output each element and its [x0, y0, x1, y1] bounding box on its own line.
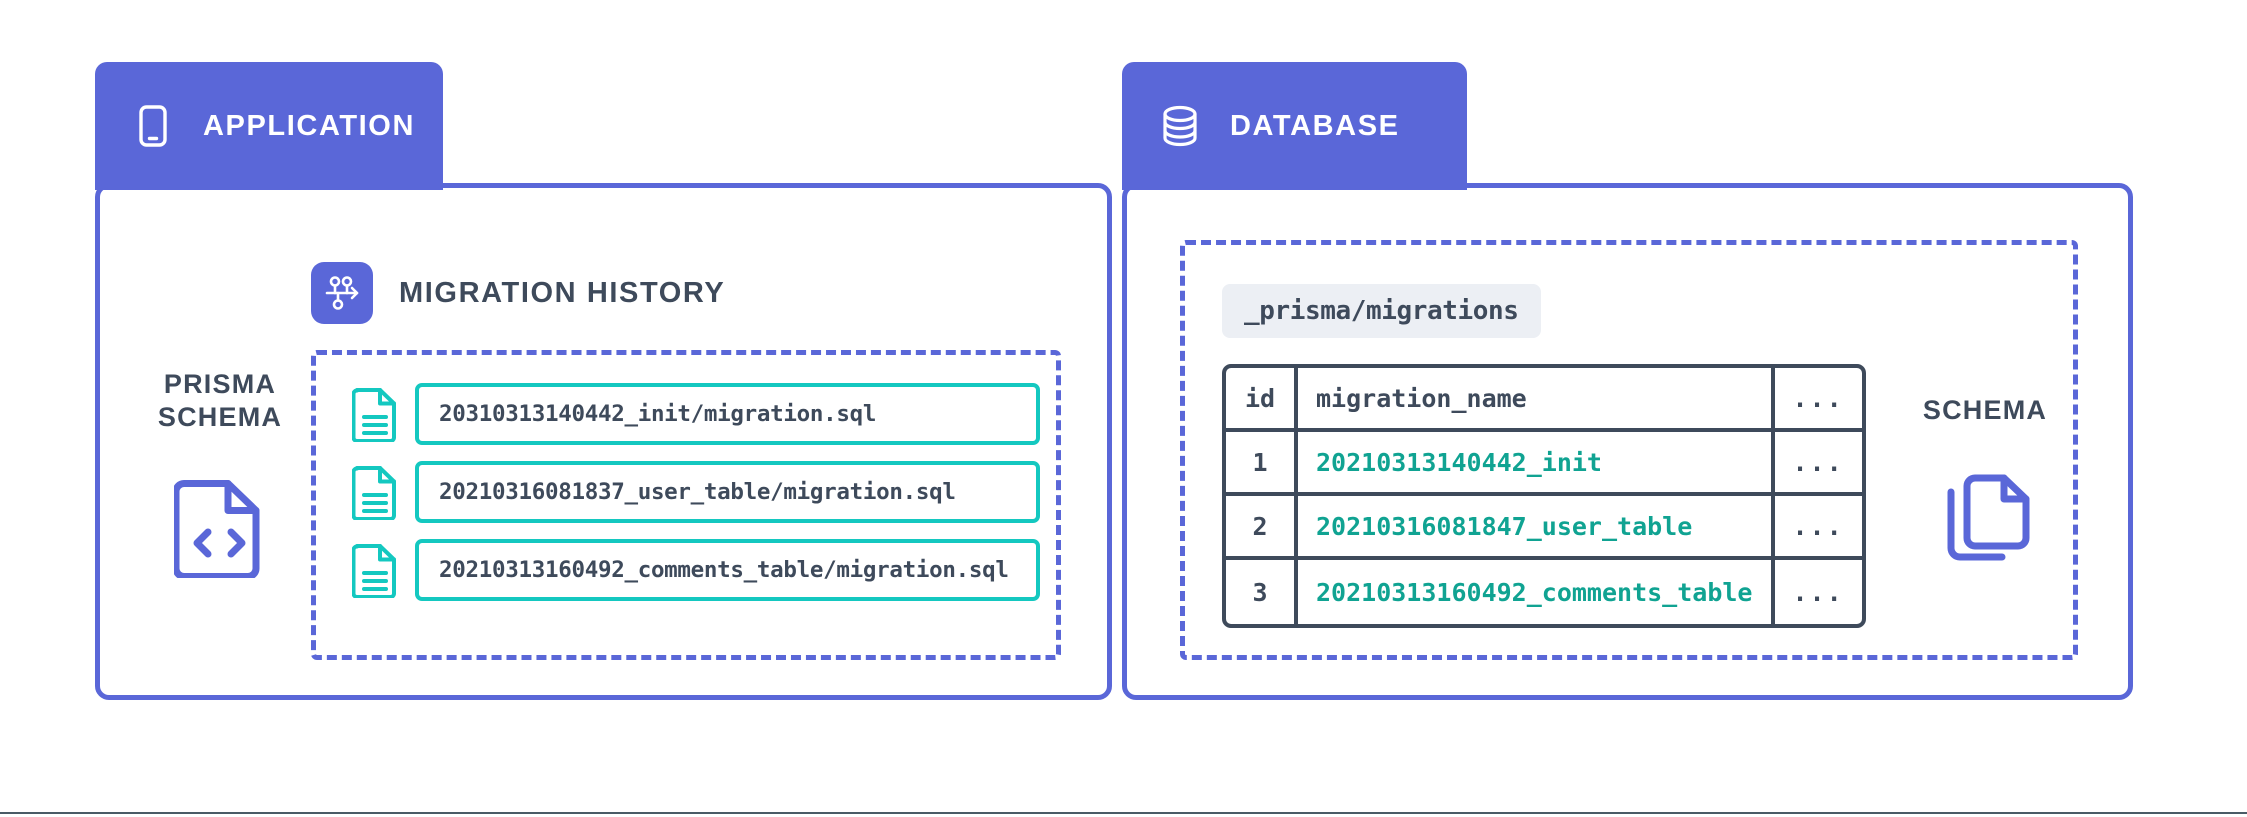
table-row[interactable]: 3 20210313160492_comments_table ...: [1226, 560, 1862, 624]
header-more: ...: [1774, 368, 1862, 432]
cell-id: 3: [1226, 560, 1298, 624]
list-item[interactable]: 20210316081837_user_table/migration.sql: [352, 461, 1040, 523]
migration-history-header: MIGRATION HISTORY: [311, 262, 725, 324]
header-migration-name: migration_name: [1298, 368, 1775, 432]
database-schema-block: SCHEMA: [1895, 395, 2075, 575]
code-file-icon: [172, 479, 260, 580]
migration-file-name: 20210313160492_comments_table/migration.…: [439, 557, 1009, 583]
list-item[interactable]: 20310313140442_init/migration.sql: [352, 383, 1040, 445]
cell-migration-name: 20210316081847_user_table: [1298, 496, 1775, 560]
cell-more: ...: [1792, 577, 1844, 607]
migration-file-input[interactable]: 20210313160492_comments_table/migration.…: [415, 539, 1040, 601]
table-header-row: id migration_name ...: [1226, 368, 1862, 432]
mobile-phone-icon: [139, 105, 167, 147]
document-icon: [352, 544, 396, 598]
cell-migration-name: 20210313160492_comments_table: [1298, 560, 1775, 624]
prisma-migrations-path-label: _prisma/migrations: [1244, 296, 1519, 326]
database-schema-title: SCHEMA: [1922, 395, 2048, 425]
cell-more: ...: [1774, 496, 1862, 560]
copy-documents-icon: [1947, 474, 2030, 561]
prisma-migrations-path-badge: _prisma/migrations: [1222, 284, 1541, 338]
branch-merge-icon-badge: [311, 262, 373, 324]
migration-file-input[interactable]: 20310313140442_init/migration.sql: [415, 383, 1040, 445]
footer-divider: [0, 812, 2247, 814]
migration-file-name: 20210316081837_user_table/migration.sql: [439, 479, 956, 505]
cell-more: ...: [1774, 432, 1862, 496]
table-row[interactable]: 2 20210316081847_user_table ...: [1226, 496, 1862, 560]
prisma-schema-block: PRISMA SCHEMA: [135, 368, 305, 583]
cell-id: 1: [1226, 432, 1298, 496]
migrations-table-group: [1180, 240, 2078, 660]
tab-application-label: APPLICATION: [203, 109, 416, 142]
prisma-schema-title-line1: PRISMA: [163, 369, 277, 399]
cell-id: 2: [1226, 496, 1298, 560]
migrations-table: id migration_name ... 1 20210313140442_i…: [1222, 364, 1866, 628]
migration-file-input[interactable]: 20210316081837_user_table/migration.sql: [415, 461, 1040, 523]
tab-database-label: DATABASE: [1230, 109, 1400, 142]
branch-merge-icon: [325, 276, 359, 310]
tab-database[interactable]: DATABASE: [1122, 62, 1467, 190]
document-icon: [352, 466, 396, 520]
tab-application[interactable]: APPLICATION: [95, 62, 443, 190]
document-icon: [352, 388, 396, 442]
migration-history-title: MIGRATION HISTORY: [399, 276, 726, 309]
cell-migration-name: 20210313140442_init: [1298, 432, 1775, 496]
header-id: id: [1226, 368, 1298, 432]
table-row[interactable]: 1 20210313140442_init ...: [1226, 432, 1862, 496]
prisma-schema-title-line2: SCHEMA: [157, 401, 283, 432]
list-item[interactable]: 20210313160492_comments_table/migration.…: [352, 539, 1040, 601]
migration-file-name: 20310313140442_init/migration.sql: [439, 401, 877, 427]
database-cylinder-icon: [1163, 105, 1197, 147]
migration-file-list: 20310313140442_init/migration.sql 202103…: [352, 383, 1040, 601]
migration-files-group: 20310313140442_init/migration.sql 202103…: [311, 350, 1061, 660]
